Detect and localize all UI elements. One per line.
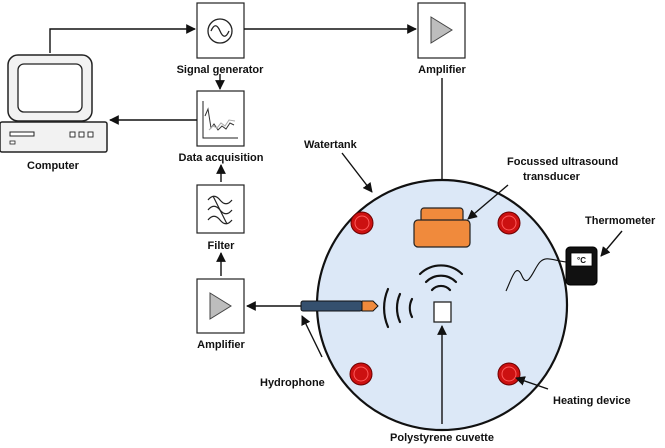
signal-generator-block: [196, 2, 245, 59]
signal-generator-label: Signal generator: [177, 64, 265, 76]
computer-label: Computer: [27, 160, 80, 172]
filter-block: [196, 184, 245, 234]
amplifier-top-label: Amplifier: [418, 64, 466, 76]
hydrophone-pointer-arrow: [301, 315, 323, 358]
data-acquisition-label: Data acquisition: [179, 152, 264, 164]
amplifier-bottom-block: [196, 278, 245, 334]
heating-device-icon: [350, 211, 374, 235]
heating-device-icon: [497, 362, 521, 386]
hydrophone-label: Hydrophone: [260, 377, 325, 389]
thermometer-icon: °C: [565, 246, 598, 286]
sine-wave-icon: [210, 25, 230, 37]
heating-devices: [349, 211, 521, 386]
amplifier-triangle-icon: [209, 292, 232, 320]
thermometer-pointer-arrow: [600, 230, 623, 257]
transducer-pointer-arrow: [467, 184, 509, 220]
heating-device-pointer-arrow: [515, 376, 549, 390]
thermometer-label: Thermometer: [585, 215, 656, 227]
amplifier-bottom-label: Amplifier: [197, 339, 245, 351]
heating-device-icon: [349, 362, 373, 386]
label-pointers: [301, 152, 623, 424]
thermometer-probe-wire: [505, 258, 567, 292]
hydrophone-icon: [300, 300, 379, 312]
watertank-pointer-arrow: [341, 152, 373, 193]
data-acquisition-block: [196, 90, 245, 147]
heating-device-label: Heating device: [553, 395, 631, 407]
ultrasound-waves-icon: [383, 264, 464, 329]
filter-label: Filter: [208, 240, 236, 252]
connectors: [49, 24, 447, 311]
filter-waves-icon: [207, 195, 233, 225]
thermometer-unit: °C: [577, 256, 586, 265]
computer-icon: [0, 54, 108, 153]
heating-device-icon: [497, 211, 521, 235]
transducer-icon: [413, 207, 471, 248]
watertank-label: Watertank: [304, 139, 358, 151]
cuvette-icon: [433, 301, 452, 323]
cuvette-label: Polystyrene cuvette: [390, 432, 494, 444]
transducer-label-line1: Focussed ultrasound: [507, 156, 618, 168]
computer-to-signal-generator-arrow: [49, 24, 196, 53]
amplifier-triangle-icon: [430, 16, 453, 44]
oscilloscope-plot-icon: [202, 101, 238, 139]
transducer-label-line2: transducer: [523, 171, 581, 183]
amplifier-top-block: [417, 2, 466, 59]
